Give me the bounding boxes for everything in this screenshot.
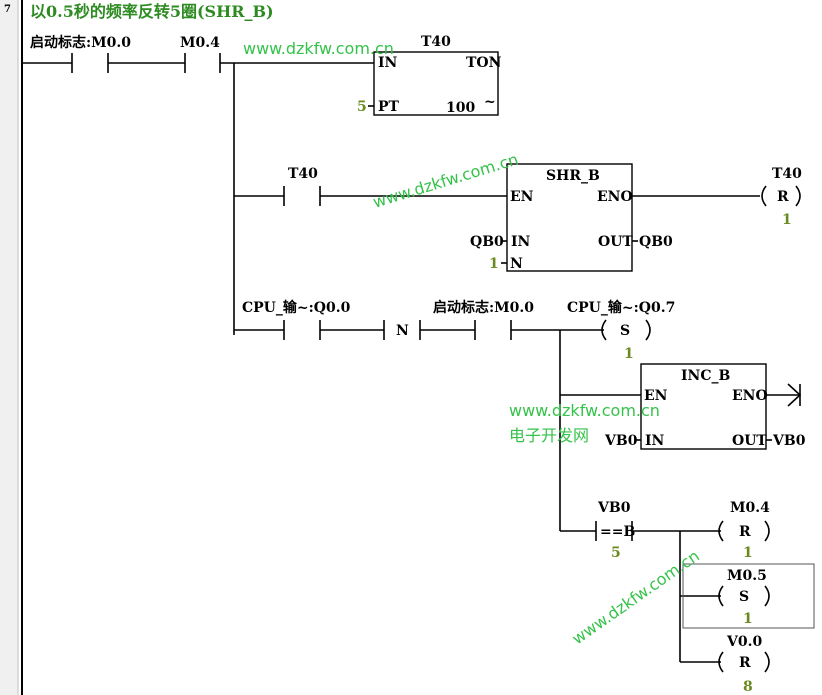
rung-1: 启动标志:M0.0 M0.4 T40 IN TON PT 100 ~ 5 bbox=[22, 34, 502, 116]
shr-b-en: EN bbox=[510, 189, 534, 205]
rung-2: T40 SHR_B EN ENO IN OUT N QB0 QB0 1 T40 … bbox=[234, 163, 802, 272]
inc-b-en: EN bbox=[644, 388, 668, 404]
inc-b-out-value: VB0 bbox=[772, 433, 806, 449]
coil-m05[interactable] bbox=[718, 585, 724, 607]
compare-op: ==B bbox=[600, 524, 635, 540]
timer-in-pin: IN bbox=[378, 55, 398, 71]
watermark-3-sub: 电子开发网 bbox=[509, 426, 589, 445]
watermark-2: www.dzkfw.com.cn bbox=[371, 150, 521, 212]
compare-label: VB0 bbox=[597, 500, 631, 516]
coil-t40-count: 1 bbox=[782, 212, 792, 228]
coil-t40-label: T40 bbox=[772, 166, 802, 182]
timer-name: T40 bbox=[421, 34, 451, 50]
coil-q07-count: 1 bbox=[624, 346, 634, 362]
negative-transition-label: N bbox=[396, 323, 409, 339]
coil-q07-label: CPU_输~:Q0.7 bbox=[567, 299, 675, 316]
contact-m00b-label: 启动标志:M0.0 bbox=[433, 299, 534, 316]
coil-v00[interactable] bbox=[718, 651, 724, 673]
coil-m04[interactable] bbox=[718, 520, 724, 542]
network-number: 7 bbox=[4, 4, 11, 15]
coil-q07[interactable] bbox=[601, 319, 607, 341]
coil-t40[interactable] bbox=[761, 185, 767, 207]
network-title: 以0.5秒的频率反转5圈(SHR_B) bbox=[30, 2, 274, 21]
coil-v00-count: 8 bbox=[743, 679, 753, 695]
inc-b-in: IN bbox=[645, 433, 665, 449]
network-gutter bbox=[0, 0, 18, 695]
coil-t40-type: R bbox=[777, 189, 789, 205]
coil-m05-type: S bbox=[739, 589, 749, 605]
watermark-1: www.dzkfw.com.cn bbox=[243, 39, 394, 58]
coil-m04-label: M0.4 bbox=[730, 500, 770, 516]
contact-q00-label: CPU_输~:Q0.0 bbox=[242, 299, 351, 316]
inc-b-in-value: VB0 bbox=[604, 433, 638, 449]
inc-b-box[interactable] bbox=[640, 363, 767, 450]
contact-t40-label: T40 bbox=[288, 166, 318, 182]
coil-m04-type: R bbox=[739, 524, 751, 540]
inc-b-name: INC_B bbox=[681, 368, 730, 384]
shr-b-eno: ENO bbox=[597, 189, 633, 205]
shr-b-n: N bbox=[510, 256, 523, 272]
rung-3: CPU_输~:Q0.0 N 启动标志:M0.0 CPU_输~:Q0.7 S 1 … bbox=[234, 299, 815, 695]
coil-q07-type: S bbox=[620, 323, 630, 339]
inc-b-eno: ENO bbox=[732, 388, 768, 404]
timer-tilde: ~ bbox=[484, 94, 496, 110]
compare-value: 5 bbox=[611, 545, 621, 561]
shr-b-out-value: QB0 bbox=[639, 234, 673, 250]
contact-m00-label: 启动标志:M0.0 bbox=[30, 34, 131, 51]
shr-b-out: OUT bbox=[598, 234, 633, 250]
watermark-3: www.dzkfw.com.cn bbox=[509, 401, 660, 420]
coil-m05-count: 1 bbox=[743, 611, 753, 627]
coil-v00-label: V0.0 bbox=[726, 634, 762, 650]
shr-b-in: IN bbox=[511, 234, 531, 250]
selection-highlight bbox=[682, 563, 815, 629]
contact-m04-label: M0.4 bbox=[180, 35, 220, 51]
shr-b-box[interactable] bbox=[506, 163, 633, 272]
timer-type: TON bbox=[466, 55, 502, 71]
timer-t40-box[interactable] bbox=[373, 51, 499, 116]
timer-pt-pin: PT bbox=[378, 99, 400, 115]
shr-b-in-value: QB0 bbox=[470, 234, 504, 250]
coil-m04-count: 1 bbox=[743, 545, 753, 561]
timer-pt-value: 5 bbox=[357, 99, 367, 115]
coil-v00-type: R bbox=[739, 655, 751, 671]
inc-b-out: OUT bbox=[732, 433, 767, 449]
coil-m05-label: M0.5 bbox=[727, 568, 767, 584]
shr-b-name: SHR_B bbox=[546, 168, 600, 184]
shr-b-n-value: 1 bbox=[489, 256, 499, 272]
timer-resolution: 100 bbox=[446, 100, 475, 116]
